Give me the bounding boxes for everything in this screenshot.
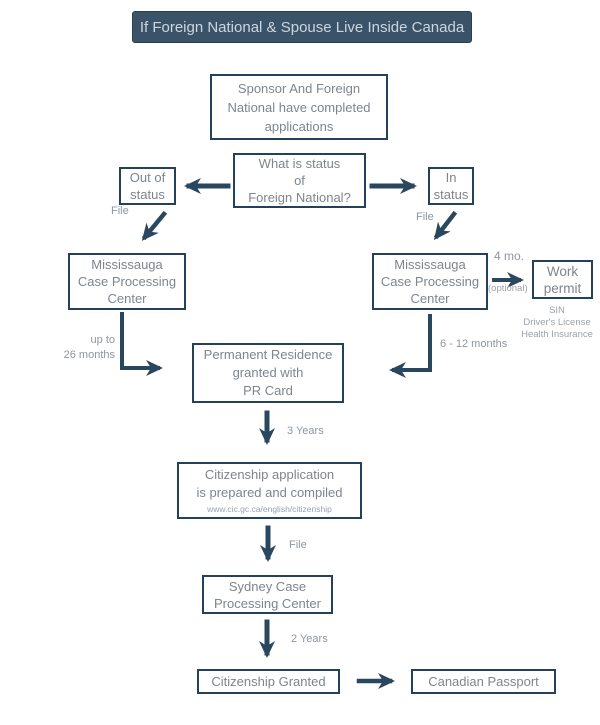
- label-six-to-twelve-months: 6 - 12 months: [440, 338, 508, 350]
- arrow-elbow-right-to-pr: [389, 314, 432, 378]
- node-sponsor-applications: Sponsor And Foreign National have comple…: [210, 74, 388, 140]
- node-out-of-status: Out of status: [119, 167, 176, 205]
- label-file-left: File: [111, 205, 129, 217]
- citizenship-application-url: www.cic.gc.ca/english/citizenship: [207, 504, 332, 514]
- node-mississauga-center-right: Mississauga Case Processing Center: [372, 253, 488, 310]
- arrow-file-right-diagonal: [433, 210, 458, 240]
- arrow-file-left-diagonal: [141, 210, 168, 241]
- node-citizenship-granted: Citizenship Granted: [197, 669, 340, 694]
- node-permanent-residence: Permanent Residence granted with PR Card: [192, 343, 344, 403]
- node-canadian-passport: Canadian Passport: [411, 669, 556, 694]
- label-work-permit-benefits: SIN Driver's License Health Insurance: [521, 305, 593, 340]
- node-mississauga-center-left: Mississauga Case Processing Center: [68, 253, 186, 310]
- citizenship-application-text: Citizenship application is prepared and …: [196, 467, 343, 500]
- node-sydney-center: Sydney Case Processing Center: [202, 575, 333, 614]
- title-banner: If Foreign National & Spouse Live Inside…: [132, 11, 472, 43]
- label-two-years: 2 Years: [291, 633, 328, 645]
- label-file-right: File: [416, 211, 434, 223]
- label-file-citizenship: File: [289, 539, 307, 551]
- label-four-months: 4 mo.: [494, 249, 525, 263]
- label-three-years: 3 Years: [287, 425, 324, 437]
- arrow-elbow-left-to-pr: [120, 312, 163, 376]
- label-up-to-26-months: up to 26 months: [63, 334, 115, 361]
- node-citizenship-application: Citizenship application is prepared and …: [177, 462, 362, 519]
- label-optional: (optional): [488, 283, 528, 294]
- node-status-question: What is status of Foreign National?: [233, 153, 366, 208]
- node-in-status: In status: [428, 167, 474, 205]
- node-work-permit: Work permit: [532, 260, 593, 299]
